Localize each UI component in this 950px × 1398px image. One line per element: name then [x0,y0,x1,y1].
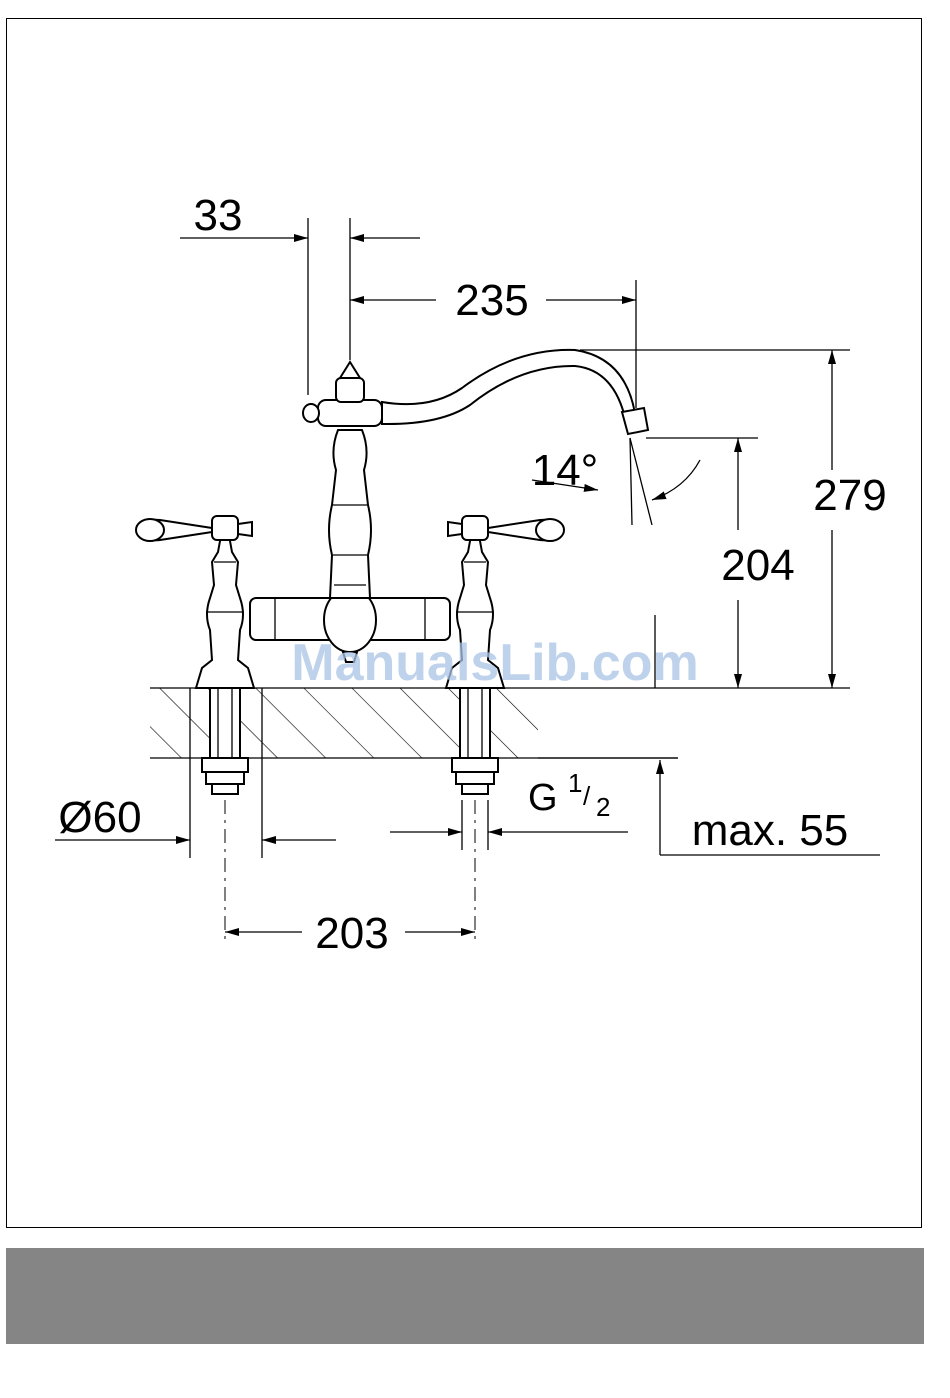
thread-slash: / [583,781,591,811]
dim-max55-label: max. 55 [692,806,849,855]
thread-prefix: G [528,777,558,819]
dim-204-label: 204 [721,541,794,590]
dim-279-label: 279 [813,471,886,520]
dim-33-label: 33 [194,191,243,240]
countertop-section [150,688,850,758]
dim-33: 33 [180,191,420,395]
dim-203: 203 [225,909,475,958]
dim-diameter-label: Ø60 [58,793,141,842]
thread-denominator: 2 [596,792,610,822]
thread-numerator: 1 [568,768,582,798]
spout [382,350,648,434]
valve-left [136,516,254,688]
dim-14deg-label: 14° [532,446,599,495]
dim-203-label: 203 [315,909,388,958]
watermark-text: ManualsLib.com [291,634,698,692]
dim-thread-g12: G 1 / 2 [390,768,628,850]
central-column [303,362,382,598]
dim-235-label: 235 [455,276,528,325]
